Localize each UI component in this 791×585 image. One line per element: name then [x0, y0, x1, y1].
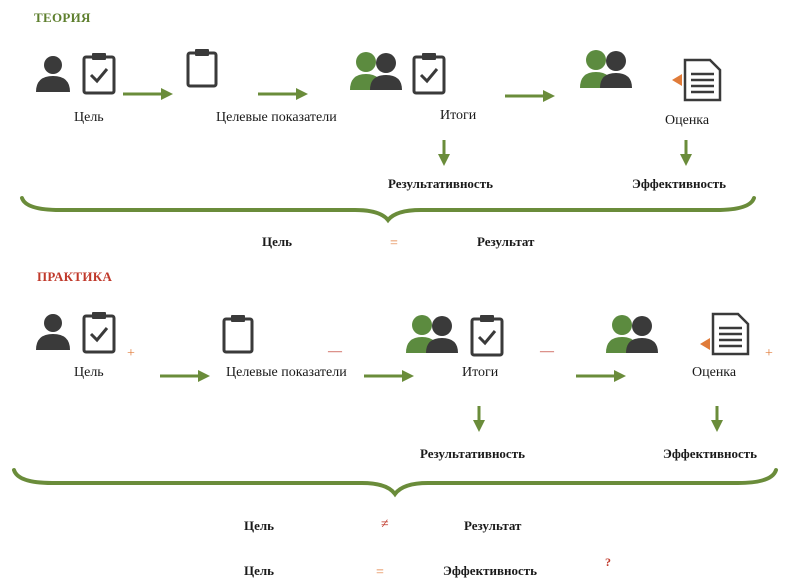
arrow-down-icon: [473, 406, 485, 432]
plus-sign: +: [765, 346, 773, 361]
theory-step-results: Итоги: [440, 108, 477, 123]
theory-title: ТЕОРИЯ: [34, 10, 91, 25]
practice-eq2-sign: =: [376, 565, 384, 580]
practice-outcome-efficiency: Эффективность: [663, 446, 757, 461]
minus-sign: —: [540, 344, 554, 359]
practice-step-goal: Цель: [74, 365, 104, 380]
practice-eq2-right: Эффективность: [443, 563, 537, 578]
group-icon: [350, 52, 402, 90]
practice-step-evaluation: Оценка: [692, 365, 737, 380]
plus-sign: +: [127, 346, 135, 361]
clipboard-icon: [222, 315, 254, 354]
arrow-right-icon: [258, 88, 308, 100]
theory-outcome-results: Результативность: [388, 176, 493, 191]
person-icon: [36, 56, 70, 92]
document-icon: [700, 312, 750, 356]
clipboard-check-icon: [470, 315, 504, 357]
theory-step-goal: Цель: [74, 110, 104, 125]
arrow-right-icon: [123, 88, 173, 100]
theory-eq-sign: =: [390, 236, 398, 251]
clipboard-check-icon: [82, 312, 116, 354]
group-icon: [606, 315, 658, 353]
theory-step-evaluation: Оценка: [665, 113, 710, 128]
clipboard-check-icon: [412, 53, 446, 95]
practice-outcome-results: Результативность: [420, 446, 525, 461]
person-icon: [36, 314, 70, 350]
practice-step-targets: Целевые показатели: [226, 365, 347, 380]
question-mark: ?: [605, 555, 611, 569]
practice-eq1-left: Цель: [244, 518, 275, 533]
clipboard-check-icon: [82, 53, 116, 95]
practice-eq1-right: Результат: [464, 518, 522, 533]
theory-eq-right: Результат: [477, 234, 535, 249]
group-icon: [406, 315, 458, 353]
arrow-right-icon: [576, 370, 626, 382]
minus-sign: —: [328, 344, 342, 359]
arrow-right-icon: [364, 370, 414, 382]
clipboard-icon: [186, 49, 218, 88]
arrow-down-icon: [680, 140, 692, 166]
group-icon: [580, 50, 632, 88]
arrow-down-icon: [711, 406, 723, 432]
arrow-right-icon: [160, 370, 210, 382]
document-icon: [672, 58, 722, 102]
practice-title: ПРАКТИКА: [37, 269, 113, 284]
theory-eq-left: Цель: [262, 234, 293, 249]
practice-eq2-left: Цель: [244, 563, 275, 578]
practice-eq1-sign: ≠: [381, 517, 389, 532]
arrow-down-icon: [438, 140, 450, 166]
brace-icon: [20, 196, 756, 224]
theory-outcome-efficiency: Эффективность: [632, 176, 726, 191]
theory-step-targets: Целевые показатели: [216, 110, 337, 125]
arrow-right-icon: [505, 90, 555, 102]
brace-icon: [12, 468, 778, 498]
practice-step-results: Итоги: [462, 365, 499, 380]
